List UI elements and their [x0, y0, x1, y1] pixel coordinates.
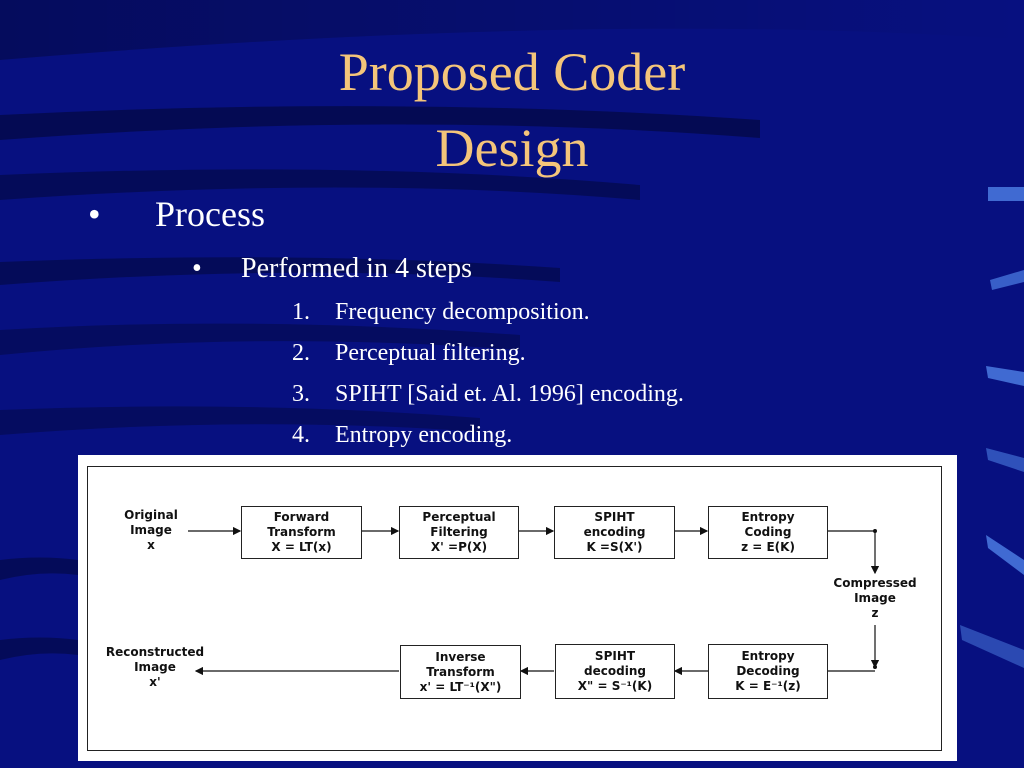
spiht-decoding-block: SPIHT decoding X" = S⁻¹(K)	[555, 644, 675, 699]
connector-dot	[873, 665, 877, 669]
block-line: K =S(X')	[586, 540, 643, 554]
block-line: Transform	[267, 525, 336, 539]
label-line: Compressed	[833, 576, 917, 590]
step-number: 1.	[292, 299, 310, 325]
block-line: X' =P(X)	[430, 540, 488, 554]
step-text: Perceptual filtering.	[335, 340, 526, 366]
bullet-process-text: Process	[155, 194, 265, 234]
diagram-connectors	[188, 526, 880, 676]
step-number: 2.	[292, 340, 310, 366]
bullet-dot: •	[88, 194, 101, 234]
bullet-performed-text: Performed in 4 steps	[241, 253, 472, 284]
block-line: Transform	[426, 664, 495, 679]
block-line: encoding	[583, 525, 646, 539]
block-line: Coding	[744, 525, 792, 539]
block-line: SPIHT	[594, 649, 636, 663]
spiht-encoding-block: SPIHT encoding K =S(X')	[554, 506, 675, 559]
block-line: Inverse	[435, 649, 486, 664]
perceptual-filtering-block: Perceptual Filtering X' =P(X)	[399, 506, 519, 559]
block-line: SPIHT	[594, 510, 635, 524]
step-text: Entropy encoding.	[335, 422, 513, 448]
label-line: Image	[134, 660, 176, 674]
block-line: Filtering	[430, 525, 488, 539]
diagram-frame	[87, 466, 942, 751]
block-line: Entropy	[741, 649, 795, 663]
label-line: x'	[149, 675, 161, 689]
reconstructed-image-label: Reconstructed Image x'	[94, 645, 216, 690]
step-number: 4.	[292, 422, 310, 448]
original-image-label: Original Image x	[116, 508, 186, 553]
block-line: Entropy	[741, 510, 795, 524]
coder-block-diagram: Original Image x Compressed Image z Reco…	[78, 455, 957, 761]
step-text: Frequency decomposition.	[335, 299, 590, 325]
inverse-transform-block: Inverse Transform x' = LT⁻¹(X")	[400, 645, 521, 699]
compressed-image-label: Compressed Image z	[824, 576, 926, 621]
title-line-2: Design	[435, 118, 589, 178]
step-text: SPIHT [Said et. Al. 1996] encoding.	[335, 381, 684, 407]
entropy-decoding-block: Entropy Decoding K = E⁻¹(z)	[708, 644, 828, 699]
block-line: X" = S⁻¹(K)	[577, 679, 653, 693]
block-line: K = E⁻¹(z)	[735, 679, 801, 693]
block-line: z = E(K)	[741, 540, 795, 554]
entropy-coding-block: Entropy Coding z = E(K)	[708, 506, 828, 559]
label-line: Image	[854, 591, 896, 605]
block-line: x' = LT⁻¹(X")	[419, 679, 502, 694]
label-line: Image	[130, 523, 172, 537]
block-line: Forward	[273, 510, 330, 524]
block-line: Decoding	[736, 664, 800, 678]
label-line: Original	[124, 508, 178, 522]
label-line: x	[147, 538, 155, 552]
title-line-1: Proposed Coder	[338, 42, 686, 102]
block-line: Perceptual	[422, 510, 496, 524]
label-line: Reconstructed	[105, 645, 205, 659]
block-line: decoding	[584, 664, 646, 678]
block-line: X = LT(x)	[271, 540, 332, 554]
forward-transform-block: Forward Transform X = LT(x)	[241, 506, 362, 559]
label-line: z	[871, 606, 879, 620]
step-number: 3.	[292, 381, 310, 407]
bullet-dot: •	[192, 253, 202, 284]
